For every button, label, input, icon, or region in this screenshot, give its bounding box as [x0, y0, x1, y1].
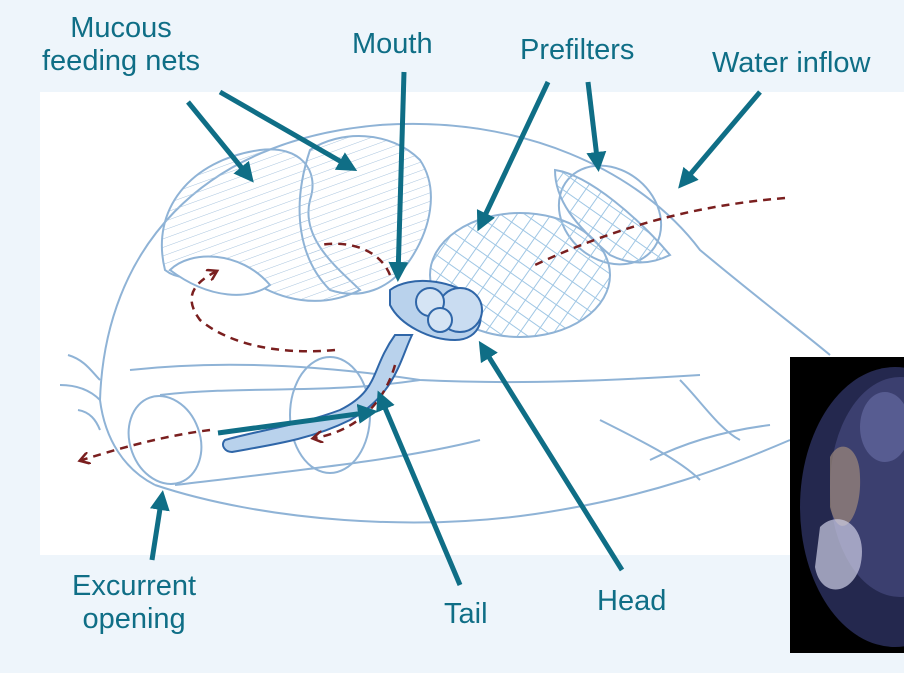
- pointer-arrows: [149, 71, 762, 586]
- label-mucous-feeding-nets: Mucous feeding nets: [42, 12, 201, 77]
- label-head: Head: [597, 585, 667, 617]
- water-flow: [82, 196, 786, 460]
- label-water-inflow: Water inflow: [712, 47, 871, 79]
- feeding-nets: [160, 135, 432, 302]
- label-prefilters: Prefilters: [520, 34, 635, 66]
- label-mouth: Mouth: [352, 28, 433, 60]
- animal: [222, 279, 483, 454]
- label-excurrent-opening: Excurrent opening: [72, 570, 197, 635]
- larvacean-photo: [790, 357, 904, 653]
- label-tail: Tail: [444, 598, 488, 630]
